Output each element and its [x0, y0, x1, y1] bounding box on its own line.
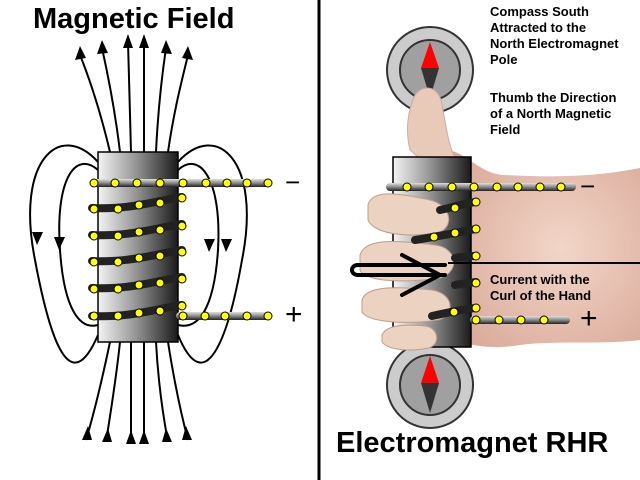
- thumb-note-line: of a North Magnetic: [490, 106, 612, 121]
- negative-terminal-right: −: [580, 171, 596, 201]
- magnetic-field-title: Magnetic Field: [33, 3, 235, 35]
- field-arrows-bottom: [82, 426, 192, 444]
- current-note-line: Curl of the Hand: [490, 288, 592, 303]
- negative-terminal-left: −: [285, 167, 301, 197]
- field-lines-bottom: [85, 341, 189, 444]
- compass-north-needle: [421, 356, 439, 383]
- positive-terminal-right: +: [580, 302, 598, 335]
- fingers: [359, 193, 455, 351]
- compass-south-needle: [421, 68, 439, 98]
- compass-top: [386, 26, 474, 114]
- field-arrows-top: [75, 34, 193, 60]
- compass-bottom: [386, 341, 474, 429]
- compass-south-needle: [421, 383, 439, 413]
- compass-note-line: Pole: [490, 52, 518, 67]
- field-lines-top: [79, 41, 189, 153]
- current-dots-left: [89, 178, 273, 321]
- compass-note-line: Compass South: [490, 4, 589, 19]
- thumb-note-line: Field: [490, 122, 521, 137]
- thumb-note-line: Thumb the Direction: [490, 90, 617, 105]
- current-note: Current with the Curl of the Hand: [490, 272, 591, 304]
- compass-north-needle: [421, 42, 439, 68]
- compass-note-line: Attracted to the: [490, 20, 587, 35]
- current-note-line: Current with the: [490, 272, 590, 287]
- positive-terminal-left: +: [285, 298, 303, 331]
- field-loops: [29, 144, 248, 364]
- compass-note-line: North Electromagnet: [490, 36, 619, 51]
- curl-arrow-icon: [350, 253, 447, 297]
- current-dots-right: [402, 182, 566, 325]
- electromagnet-rhr-title: Electromagnet RHR: [336, 427, 609, 459]
- field-loop-arrows: [32, 232, 232, 252]
- compass-note: Compass South Attracted to the North Ele…: [490, 4, 619, 68]
- thumb-note: Thumb the Direction of a North Magnetic …: [490, 90, 616, 138]
